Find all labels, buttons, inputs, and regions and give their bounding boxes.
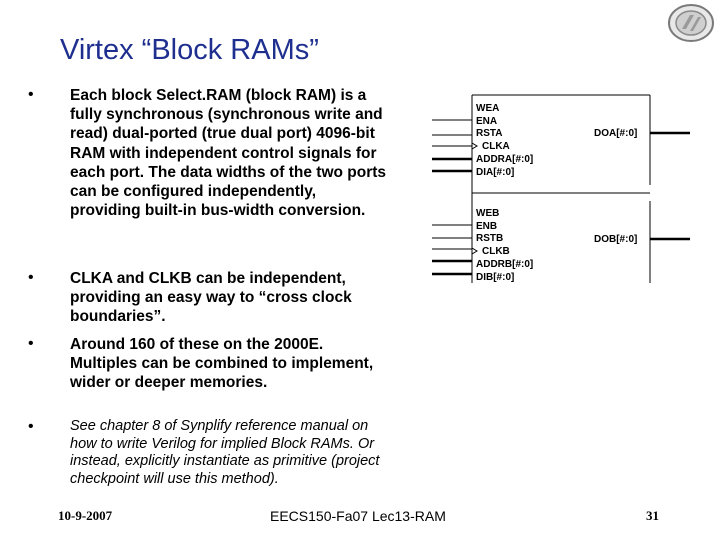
footer-course: EECS150-Fa07 Lec13-RAM — [270, 508, 446, 524]
pin-label: WEA — [476, 103, 499, 114]
pin-label: ADDRB[#:0] — [476, 259, 533, 270]
bullet-dot: • — [28, 269, 34, 286]
pin-label: WEB — [476, 208, 499, 219]
footer-date: 10-9-2007 — [58, 508, 113, 523]
pin-label: CLKA — [482, 141, 510, 152]
bullet-text: CLKA and CLKB can be independent, provid… — [70, 270, 352, 326]
bullet-dot: • — [28, 335, 34, 352]
pin-label: ADDRA[#:0] — [476, 154, 533, 165]
pin-label: DIA[#:0] — [476, 167, 514, 178]
pin-label: DOB[#:0] — [594, 234, 637, 245]
bullet-dot: • — [28, 418, 34, 435]
bullet-text: Each block Select.RAM (block RAM) is a f… — [70, 87, 387, 220]
pin-label: ENA — [476, 116, 497, 127]
pin-label: ENB — [476, 221, 497, 232]
pin-label: CLKB — [482, 246, 510, 257]
university-seal-icon — [668, 4, 714, 42]
pin-label: DOA[#:0] — [594, 128, 637, 139]
block-ram-diagram: WEA ENA RSTA CLKA ADDRA[#:0] DIA[#:0] DO… — [432, 94, 690, 283]
page-number: 31 — [646, 508, 659, 523]
bullet-dot: • — [28, 86, 34, 103]
page-title: Virtex “Block RAMs” — [60, 34, 319, 66]
pin-label: RSTB — [476, 233, 503, 244]
pin-label: DIB[#:0] — [476, 272, 514, 283]
pin-label: RSTA — [476, 128, 502, 139]
bullet-text: See chapter 8 of Synplify reference manu… — [70, 418, 380, 487]
bullet-text: Around 160 of these on the 2000E. Multip… — [70, 336, 374, 392]
